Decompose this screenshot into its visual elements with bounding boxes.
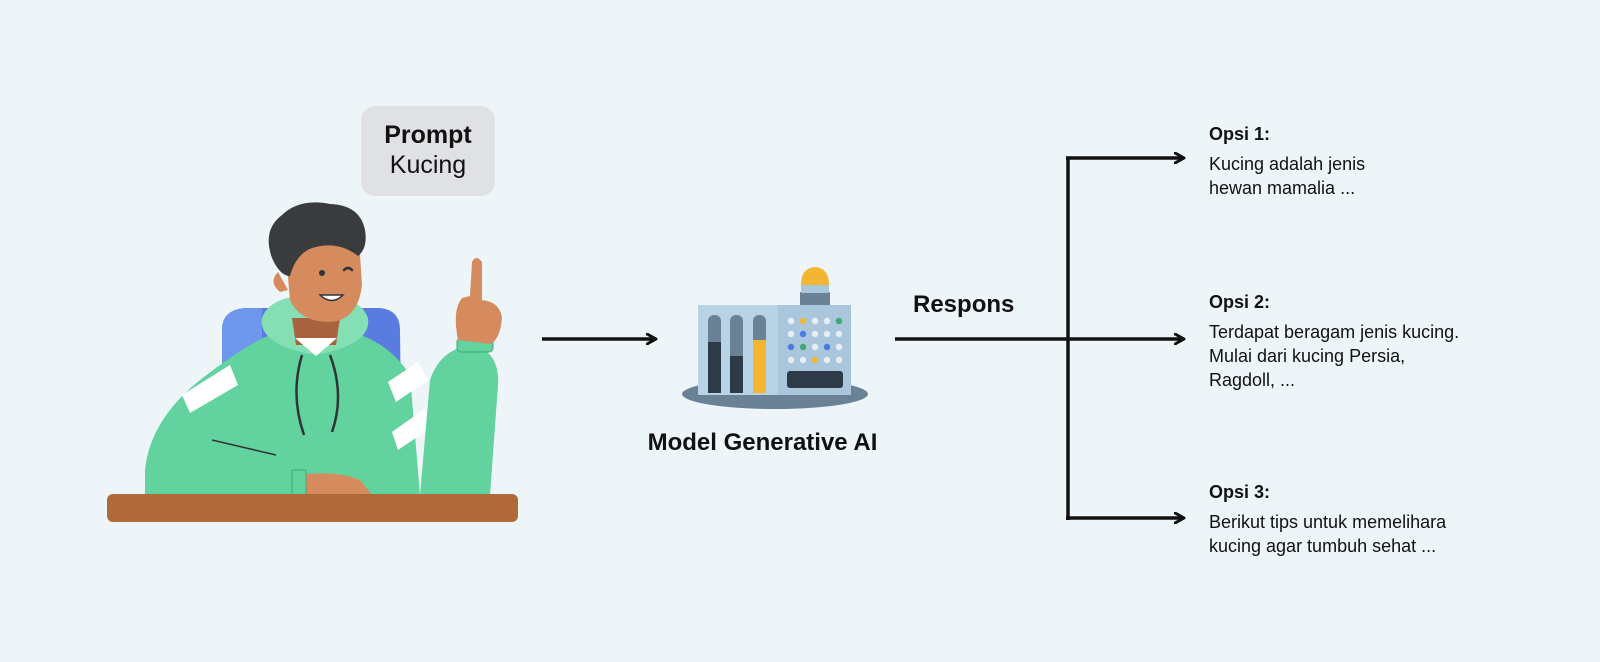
resting-cuff	[291, 469, 307, 496]
option-text-line: Mulai dari kucing Persia,	[1209, 346, 1406, 366]
resting-hand	[300, 473, 372, 495]
option-text-line: Ragdoll, ...	[1209, 370, 1296, 390]
level-bar-2	[730, 356, 743, 393]
response-arrows	[895, 158, 1184, 520]
hair	[268, 202, 366, 276]
response-label: Respons	[913, 291, 1015, 318]
model-machine-icon	[682, 267, 868, 409]
eye-left	[319, 270, 325, 276]
level-bar-1	[708, 342, 721, 393]
desk	[107, 494, 518, 522]
forearm-fold	[211, 439, 277, 456]
raised-arm	[420, 345, 499, 495]
option-text-line: hewan mamalia ...	[1209, 178, 1356, 198]
option-title: Opsi 3:	[1209, 482, 1271, 502]
forearm	[200, 440, 300, 495]
option-text-line: Terdapat beragam jenis kucing.	[1209, 322, 1460, 342]
person-illustration	[107, 202, 518, 522]
pointing-hand	[455, 258, 502, 344]
sleeve-stripe-left	[182, 365, 238, 413]
option-text-line: Berikut tips untuk memelihara	[1209, 512, 1447, 532]
option-title: Opsi 1:	[1209, 124, 1271, 144]
ear	[273, 272, 288, 292]
sleeve-stripe-right	[388, 362, 428, 402]
alarm-lamp-icon	[801, 267, 829, 285]
level-bar-3	[753, 340, 766, 393]
mouth	[318, 294, 345, 302]
prompt-value: Kucing	[389, 151, 467, 179]
option-text-line: Kucing adalah jenis	[1209, 154, 1366, 174]
shirt-collar	[295, 338, 337, 356]
hoodie-string-right	[328, 354, 340, 433]
machine-display	[787, 371, 843, 388]
button-grid	[787, 317, 843, 364]
machine-top	[800, 292, 830, 305]
prompt-bubble: Prompt Kucing	[361, 106, 495, 196]
option-title: Opsi 2:	[1209, 292, 1271, 312]
model-label: Model Generative AI	[647, 429, 878, 456]
prompt-title: Prompt	[384, 121, 472, 149]
option-1: Opsi 1: Kucing adalah jenis hewan mamali…	[1209, 122, 1539, 200]
eye-right	[342, 266, 354, 272]
sleeve-stripe-right-2	[392, 405, 438, 450]
option-3: Opsi 3: Berikut tips untuk memelihara ku…	[1209, 480, 1539, 558]
hoodie-string-left	[295, 354, 306, 436]
option-2: Opsi 2: Terdapat beragam jenis kucing. M…	[1209, 290, 1539, 392]
option-text-line: kucing agar tumbuh sehat ...	[1209, 536, 1437, 556]
